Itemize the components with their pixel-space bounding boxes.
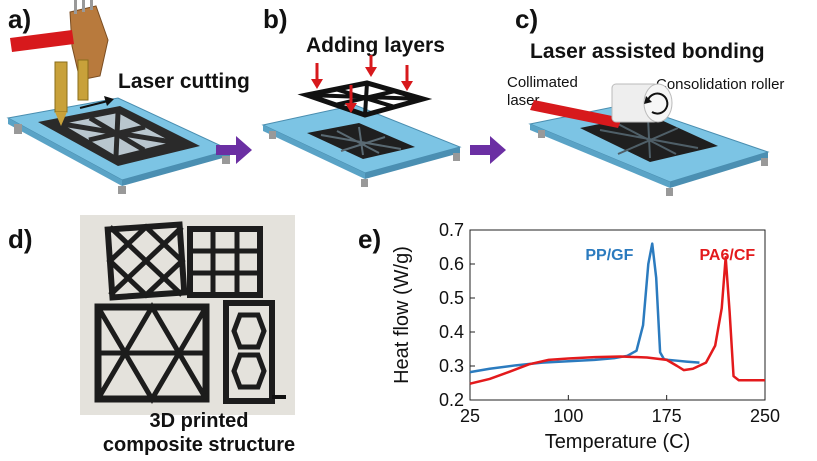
plate-edge-a — [8, 118, 122, 186]
x-tick-label: 25 — [460, 406, 480, 426]
cutting-head — [69, 5, 109, 81]
roller-face — [643, 83, 673, 123]
rotation-arrow-icon — [647, 92, 669, 115]
panel-c-label: c) — [515, 4, 539, 34]
y-tick-label: 0.6 — [439, 254, 464, 274]
plate-foot — [222, 156, 230, 164]
press-arrows — [311, 55, 413, 113]
plot-frame — [469, 229, 766, 401]
legend-pa6-cf: PA6/CF — [699, 247, 755, 264]
panel-a-caption: Laser cutting — [118, 70, 250, 93]
head-wire — [74, 0, 77, 14]
plate-edge-a2 — [122, 150, 230, 186]
panel-c-illustration — [528, 83, 770, 196]
y-tick-label: 0.5 — [439, 288, 464, 308]
plate-edge-b2 — [365, 147, 460, 179]
plate-foot — [666, 188, 673, 196]
direction-arrow-head — [104, 96, 114, 106]
consolidation-roller-label: Consolidation roller — [656, 76, 785, 93]
sample-triangle-truss — [94, 302, 210, 404]
plate-edge-c2 — [670, 152, 768, 188]
sample-square-grid — [187, 226, 263, 298]
panel-d-caption-line1: 3D printed — [149, 410, 249, 432]
scale-bar — [272, 395, 286, 399]
y-tick-label: 0.3 — [439, 356, 464, 376]
plate-foot — [118, 186, 126, 194]
laser-beam-a — [10, 30, 74, 52]
y-tick-label: 0.7 — [439, 220, 464, 240]
panel-d-label: d) — [8, 224, 33, 254]
y-tick-label: 0.2 — [439, 390, 464, 410]
nozzle-tip — [55, 112, 67, 126]
sample-hexagon-honeycomb — [223, 300, 275, 404]
panel-a-label: a) — [8, 4, 32, 34]
head-wire — [82, 0, 85, 12]
plate-foot — [14, 124, 22, 134]
plate-foot — [761, 158, 768, 166]
dsc-chart: 25 100 175 250 0.2 0.3 0.4 0.5 0.6 0.7 Temperatu… — [391, 220, 780, 453]
plate-edge-c — [530, 124, 670, 188]
panel-d-photo — [80, 215, 295, 415]
flow-arrow-2 — [470, 136, 506, 164]
panel-b-illustration — [261, 55, 462, 187]
panel-b-caption: Adding layers — [306, 34, 445, 57]
collimated-laser-beam — [530, 100, 622, 128]
sample-diamond-lattice — [104, 221, 188, 301]
lattice-bars-a — [61, 112, 173, 157]
x-tick-label: 175 — [652, 406, 682, 426]
collimated-laser-label-1: Collimated — [507, 74, 578, 91]
head-wire — [90, 0, 93, 10]
plate-foot — [361, 179, 368, 187]
legend-pp-gf: PP/GF — [585, 247, 633, 264]
plate-foot — [269, 131, 276, 139]
series-line-pa6-cf — [469, 255, 765, 385]
cutting-nozzle — [54, 61, 68, 113]
panel-d-caption-line2: composite structure — [102, 434, 296, 456]
panel-b-label: b) — [263, 4, 288, 34]
x-tick-label: 100 — [553, 406, 583, 426]
panel-a-illustration — [6, 0, 232, 194]
rotation-arrow-head — [644, 96, 652, 104]
plate-edge-b — [263, 125, 365, 179]
series-lines — [469, 242, 765, 385]
plate-foot — [538, 130, 545, 138]
bonded-lattice-gaps — [599, 117, 699, 159]
panel-c-caption: Laser assisted bonding — [530, 40, 765, 63]
y-tick-label: 0.4 — [439, 322, 464, 342]
x-tick-label: 250 — [750, 406, 780, 426]
lattice-gaps-bottom — [320, 126, 402, 156]
y-axis-ticks: 0.2 0.3 0.4 0.5 0.6 0.7 — [439, 220, 475, 410]
lattice-bars-top — [306, 82, 424, 116]
plate-foot — [453, 153, 460, 161]
cutting-nozzle-2 — [77, 59, 89, 101]
flow-arrow-1 — [216, 136, 252, 164]
y-axis-label: Heat flow (W/g) — [391, 246, 413, 384]
x-axis-ticks: 25 100 175 250 — [460, 395, 780, 426]
collimated-laser-label-2: laser — [507, 92, 540, 109]
panel-e-label: e) — [358, 224, 382, 254]
x-axis-label: Temperature (C) — [545, 431, 691, 453]
